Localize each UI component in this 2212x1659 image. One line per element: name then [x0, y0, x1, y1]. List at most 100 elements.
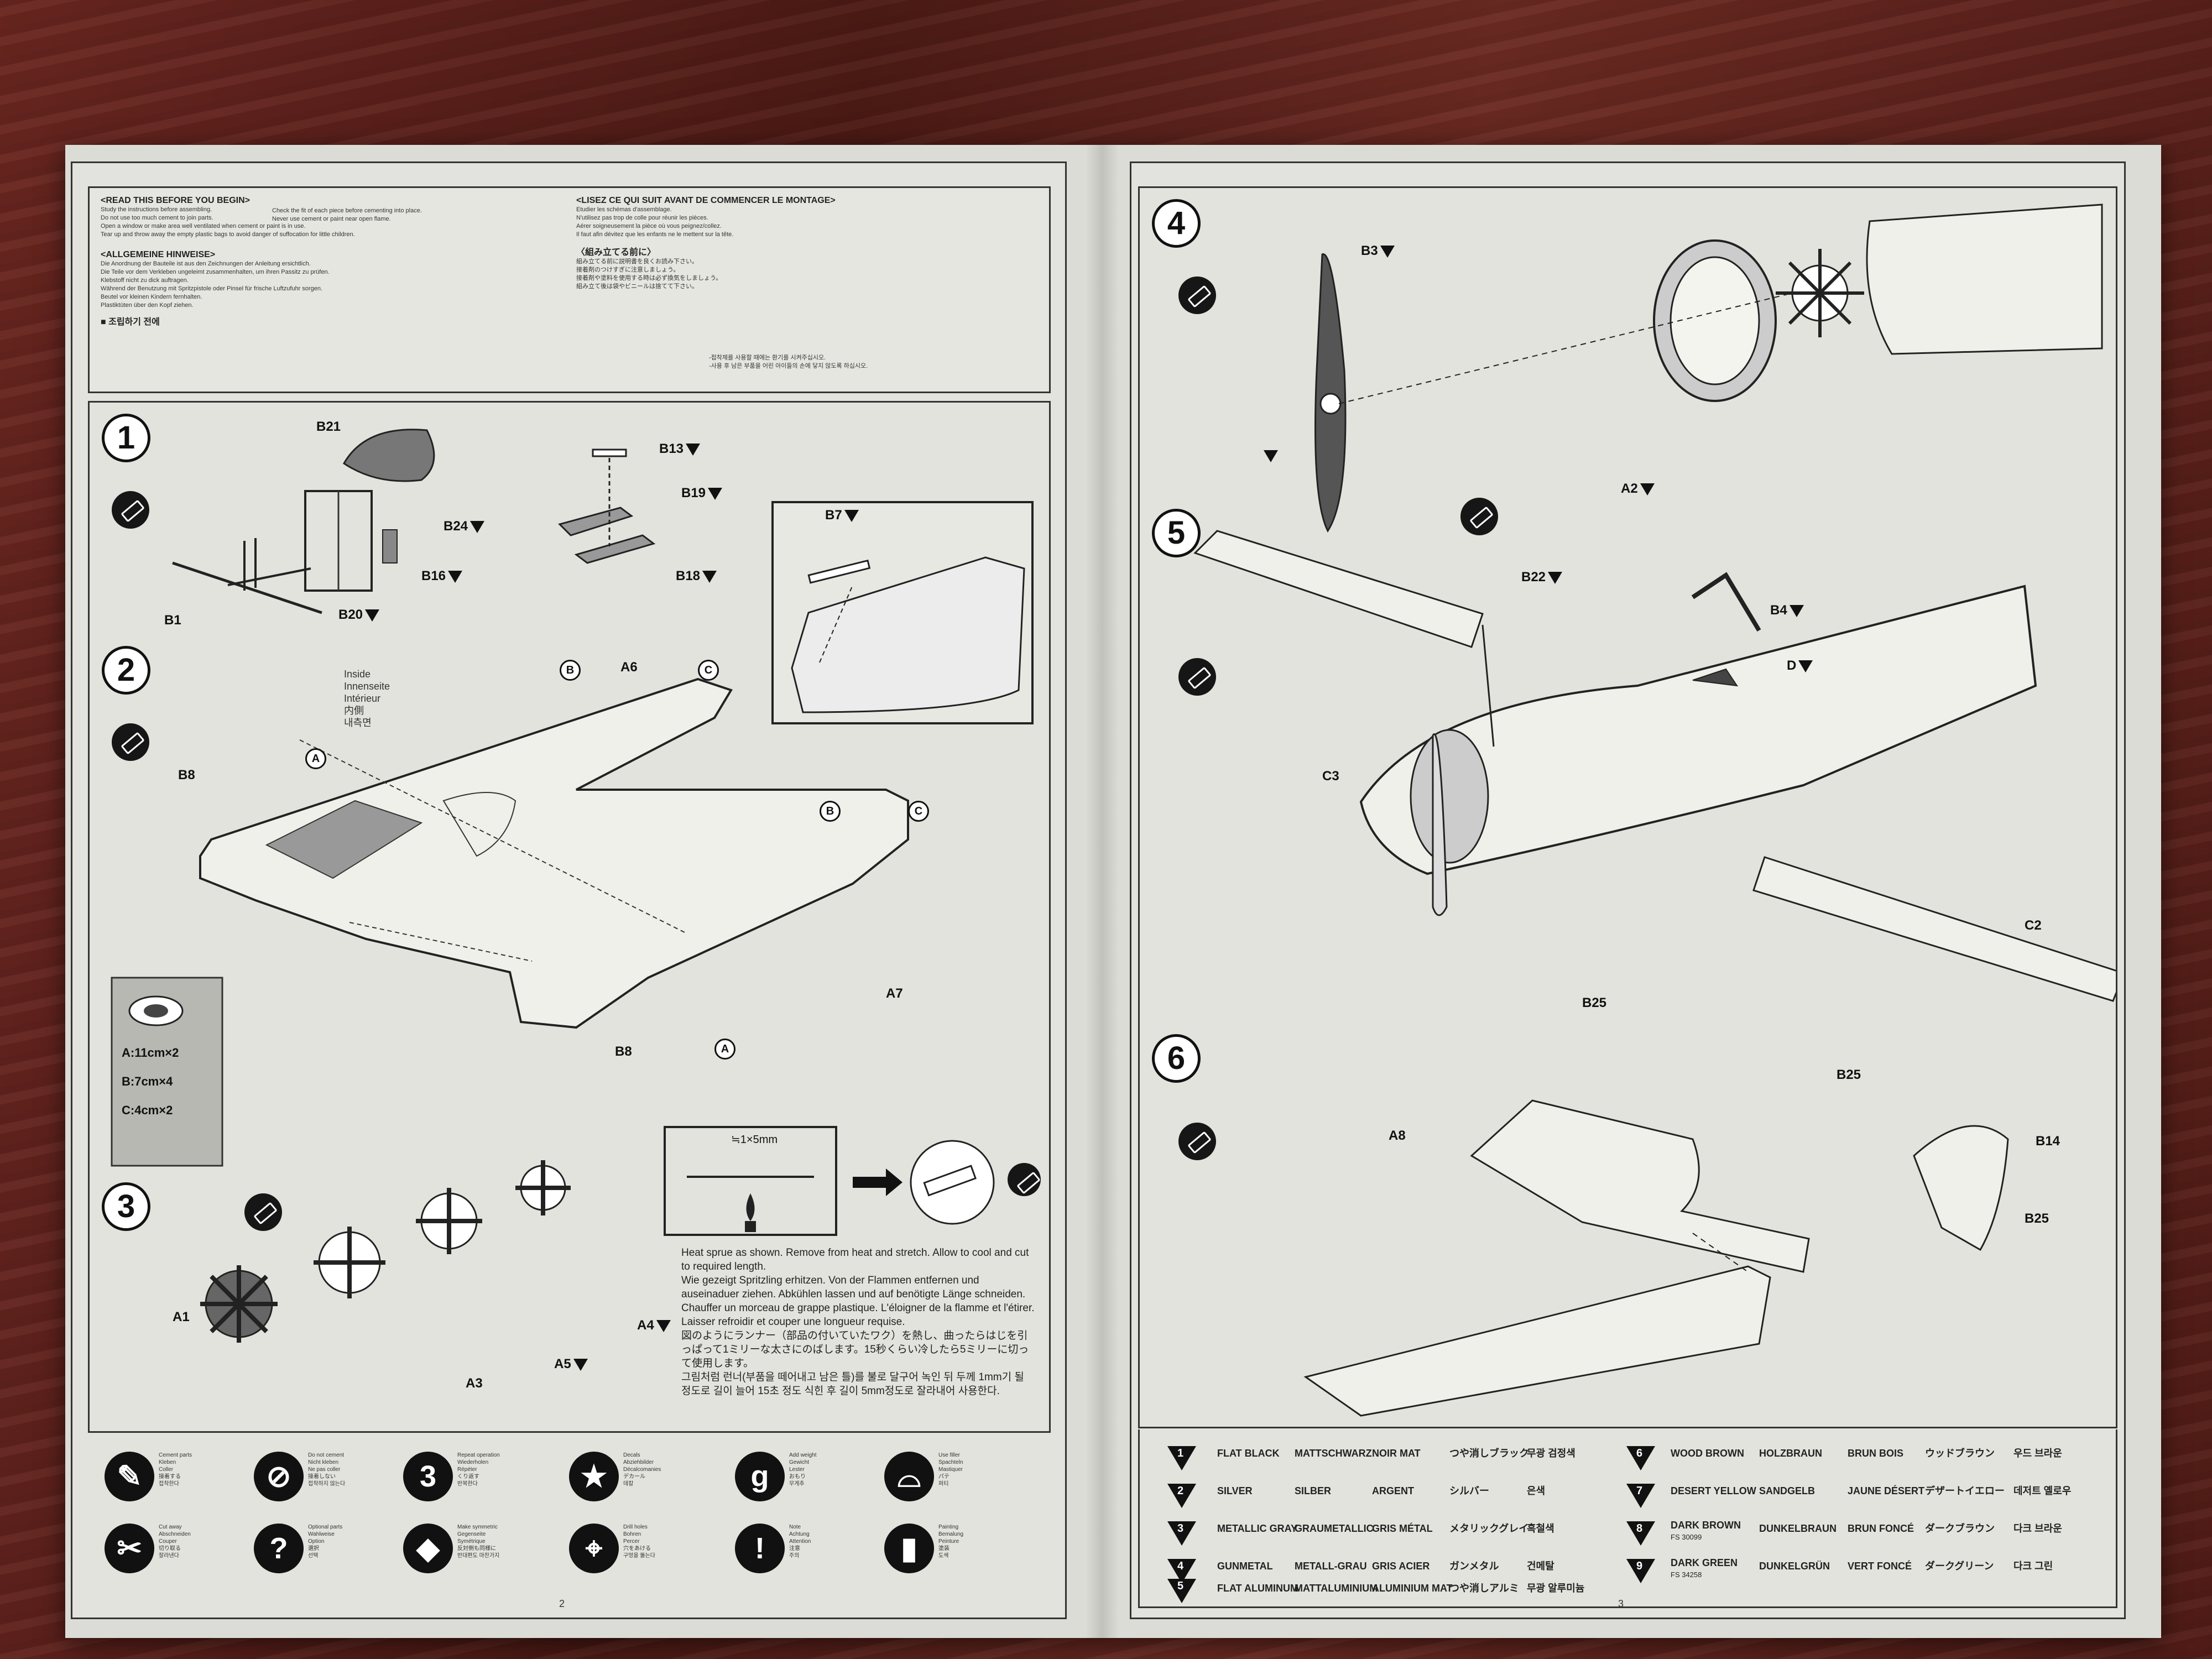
color-triangle-icon: [1798, 660, 1813, 672]
inside-label: Innenseite: [344, 681, 390, 692]
part-label: B25: [2025, 1211, 2049, 1227]
fs-code: FS 34258: [1671, 1571, 1702, 1579]
fuselage-tail: [1303, 1265, 1771, 1417]
page-fold: [1086, 145, 1119, 1638]
color-name-de: MATTSCHWARZ: [1295, 1448, 1372, 1459]
color-name-en: FLAT BLACK: [1217, 1448, 1280, 1459]
part-label: A4: [637, 1318, 671, 1333]
inside-note: Inside Innenseite Intérieur 内側 내측면: [344, 668, 390, 729]
engine-radial: [1776, 249, 1864, 337]
part-code: B20: [338, 607, 363, 622]
intro-line: 組み立て後は袋やビニールは捨てて下さい。: [576, 283, 698, 290]
part-label: B8: [178, 768, 195, 783]
rigging-marker-a: A: [714, 1039, 735, 1060]
attention-icon: !: [735, 1524, 785, 1573]
color-triangle-icon: [365, 609, 380, 622]
color-name-kr: 다크 브라운: [2013, 1523, 2062, 1534]
part-label: A5: [554, 1357, 588, 1372]
part-label: D: [1787, 658, 1813, 674]
intro-line: Die Teile vor dem Verkleben ungeleimt zu…: [101, 269, 330, 275]
color-row: 5 FLAT ALUMINUM MATTALUMINIUM ALUMINIUM …: [1140, 1579, 2132, 1605]
part-code: A2: [1621, 481, 1638, 496]
cement-icon: [1178, 1123, 1216, 1160]
color-name-fr: VERT FONCÉ: [1848, 1561, 1912, 1572]
color-triangle-icon: [844, 509, 859, 522]
repeat-operation-icon: 3: [403, 1452, 453, 1501]
right-drawings: [1193, 204, 2116, 1417]
stretch-size: ≒1×5mm: [731, 1134, 778, 1146]
intro-line: Check the fit of each piece before cemen…: [272, 207, 422, 214]
intro-line: Plastiktüten über den Kopf ziehen.: [101, 302, 194, 309]
page-right: 4 B3 A2 5 B22 B4 D C3 C2 6 B25 B25 A8 B1…: [1130, 161, 2126, 1619]
inside-label: Intérieur: [344, 693, 381, 704]
heat-note-de: Wie gezeigt Spritzling erhitzen. Von der…: [681, 1275, 1026, 1300]
color-name-en: WOOD BROWN: [1671, 1448, 1744, 1459]
color-number-icon: 3: [1167, 1521, 1196, 1546]
lower-wing-right: [1752, 856, 2116, 1002]
intro-line: N'utilisez pas trop de colle pour réunir…: [576, 215, 708, 221]
filler-icon: ⌓: [884, 1452, 934, 1501]
intro-kr-title: ■ 조립하기 전에: [101, 317, 160, 327]
part-label: A3: [466, 1376, 483, 1391]
color-name-jp: ウッドブラウン: [1925, 1448, 1995, 1459]
color-name-kr: 다크 그린: [2013, 1561, 2053, 1572]
color-name-en: METALLIC GRAY: [1217, 1523, 1298, 1534]
optional-parts-icon: ?: [254, 1524, 304, 1573]
color-name-de: DUNKELBRAUN: [1759, 1523, 1837, 1534]
heat-note-fr: Chauffer un morceau de grappe plastique.…: [681, 1302, 1035, 1328]
intro-fr-title: <LISEZ CE QUI SUIT AVANT DE COMMENCER LE…: [576, 196, 836, 205]
seat-part: [343, 429, 435, 482]
color-name-kr: 건메탈: [1527, 1561, 1554, 1572]
color-number-icon: 1: [1167, 1446, 1196, 1470]
step-number: 2: [102, 646, 150, 695]
instruction-sheet: <READ THIS BEFORE YOU BEGIN> Study the i…: [65, 145, 2161, 1638]
cylinder-fins: [200, 1160, 571, 1343]
color-name-de: DUNKELGRÜN: [1759, 1561, 1830, 1572]
part-code: B22: [1521, 570, 1546, 585]
rigging-marker-a: A: [305, 748, 326, 769]
cement-icon: [1178, 658, 1216, 696]
part-label: A7: [886, 986, 903, 1001]
cement-icon: [244, 1193, 282, 1231]
part-code: B19: [681, 486, 706, 500]
page-number: 3: [1618, 1598, 1624, 1609]
fuselage-assembled: [1359, 585, 2037, 875]
color-name-fr: BRUN BOIS: [1848, 1448, 1904, 1459]
color-name-kr: 무광 검정색: [1527, 1448, 1575, 1459]
color-name-fr: BRUN FONCÉ: [1848, 1523, 1914, 1534]
part-code: A4: [637, 1318, 654, 1333]
part-code: B25: [2025, 1211, 2049, 1226]
part-label: A8: [1389, 1128, 1406, 1144]
tailplane: [1470, 1099, 1810, 1273]
part-label: B22: [1521, 570, 1563, 585]
rudder: [1913, 1125, 2009, 1251]
color-name-kr: 무광 알루미늄: [1527, 1583, 1585, 1594]
part-code: A6: [620, 660, 638, 675]
step-number: 5: [1152, 509, 1201, 557]
intro-en: <READ THIS BEFORE YOU BEGIN> Study the i…: [101, 196, 355, 239]
color-name-de: SILBER: [1295, 1485, 1332, 1496]
part-label: B8: [615, 1044, 632, 1060]
part-label: A2: [1621, 481, 1655, 497]
part-code: B16: [421, 568, 446, 583]
part-code: A5: [554, 1357, 571, 1371]
color-triangle-icon: [1789, 604, 1804, 617]
part-code: A8: [1389, 1128, 1406, 1143]
part-label: B19: [681, 486, 723, 501]
color-name-en: SILVER: [1217, 1485, 1253, 1496]
rigging-marker-b: B: [820, 801, 841, 822]
heat-sprue-note: Heat sprue as shown. Remove from heat an…: [681, 1246, 1035, 1398]
color-row: 3 METALLIC GRAY GRAUMETALLIC GRIS MÉTAL …: [1140, 1516, 2132, 1553]
add-weight-icon: g: [735, 1452, 785, 1501]
color-name-jp: つや消しブラック: [1449, 1448, 1529, 1459]
intro-line: Beutel vor kleinen Kindern fernhalten.: [101, 294, 202, 300]
part-label: B24: [444, 519, 485, 534]
part-label: C2: [2025, 918, 2042, 933]
